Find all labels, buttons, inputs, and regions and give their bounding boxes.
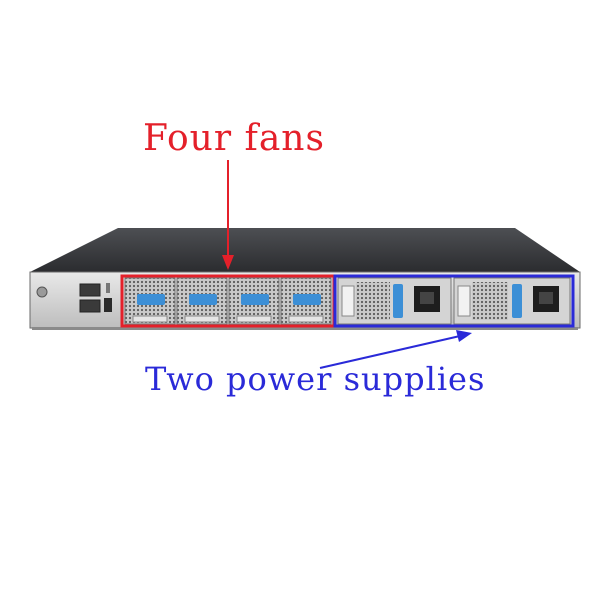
power-supply	[337, 277, 452, 325]
fan-module	[124, 277, 176, 325]
fan-module	[228, 277, 280, 325]
console-port	[79, 283, 101, 297]
fans-arrow	[222, 160, 234, 270]
power-arrow	[319, 330, 472, 369]
chassis-bottom	[32, 327, 578, 330]
management-ports	[36, 283, 112, 313]
ethernet-port	[79, 299, 101, 313]
fan-module	[280, 277, 332, 325]
power-supply-modules	[337, 277, 571, 325]
status-leds	[106, 283, 110, 293]
fan-modules	[124, 277, 332, 325]
fans-label: Four fans	[143, 118, 325, 159]
power-highlight-box	[333, 274, 575, 328]
usb-port	[104, 298, 112, 312]
chassis-top	[30, 228, 580, 272]
power-supply	[453, 277, 571, 325]
fan-module	[176, 277, 228, 325]
ground-screw	[36, 286, 48, 298]
power-supplies-label: Two power supplies	[145, 360, 486, 398]
